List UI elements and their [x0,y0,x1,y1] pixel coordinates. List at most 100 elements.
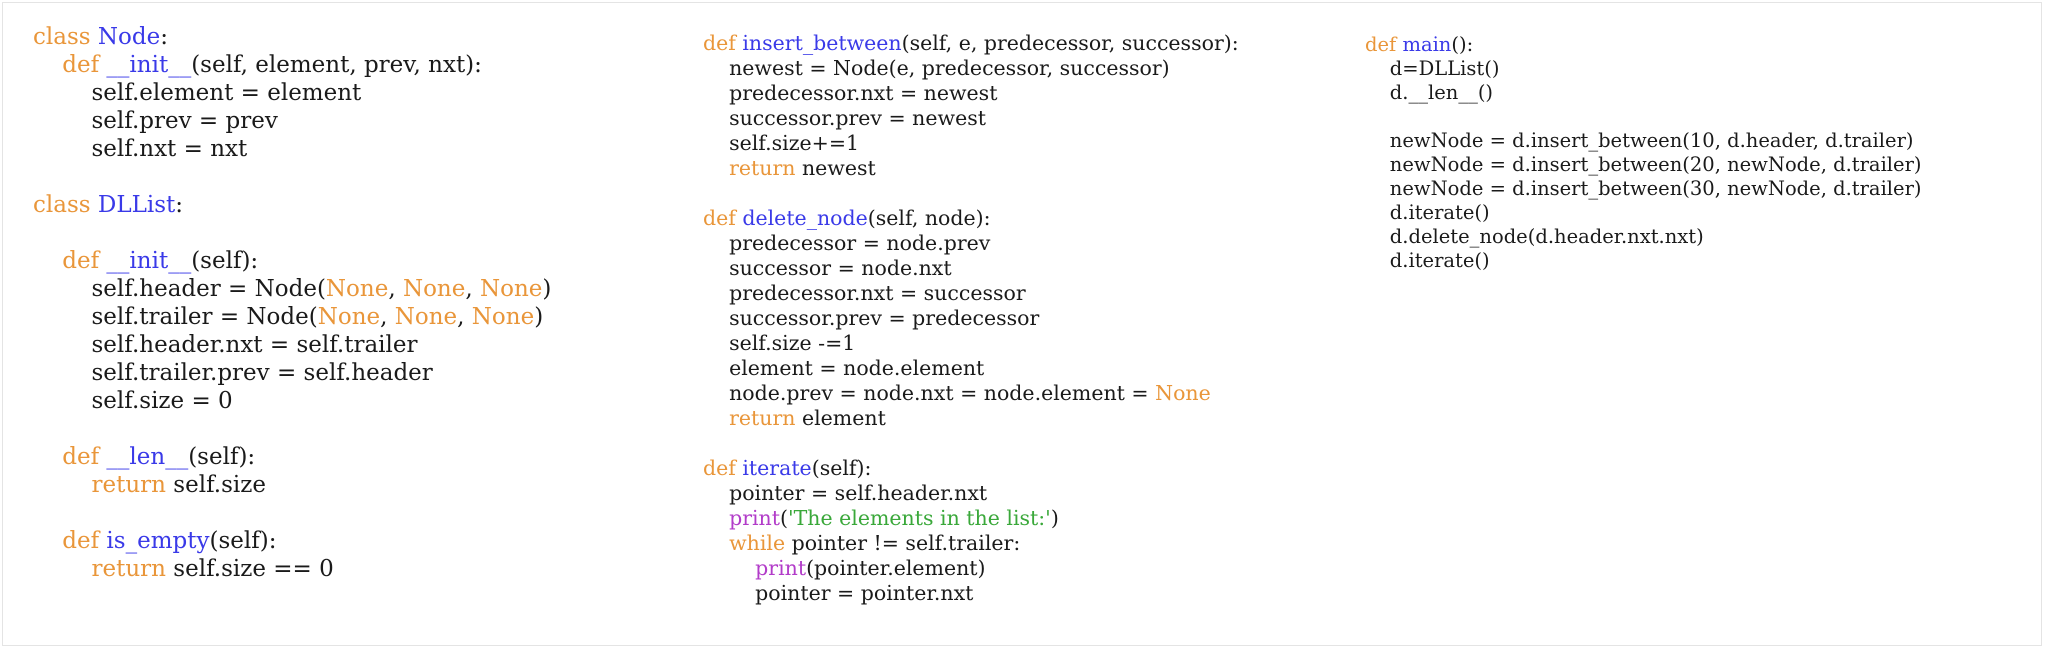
code-token-builtin: print [755,556,807,580]
code-token-plain: d.iterate() [1389,201,1490,224]
code-indent [703,56,729,80]
code-line: pointer = pointer.nxt [703,581,1239,606]
code-token-none: None [325,276,389,302]
code-token-none: None [402,276,466,302]
code-line [33,163,551,191]
code-token-plain: newNode = d.insert_between(10, d.header,… [1389,129,1914,152]
code-indent [703,306,729,330]
code-line: return self.size == 0 [33,555,551,583]
code-line: d.delete_node(d.header.nxt.nxt) [1365,225,1922,249]
code-token-plain: self.header = Node( [91,276,326,302]
code-token-plain: self.nxt = nxt [91,136,248,162]
code-line: newNode = d.insert_between(10, d.header,… [1365,129,1922,153]
code-token-plain: : [160,24,168,50]
code-indent [703,106,729,130]
code-indent [703,481,729,505]
code-line: d=DLList() [1365,57,1922,81]
code-line: def iterate(self): [703,456,1239,481]
code-token-plain: node.prev = node.nxt = node.element = [729,381,1156,405]
code-token-plain: (self): [811,456,872,480]
code-token-plain: (self, e, predecessor, successor): [901,31,1239,55]
code-line [1365,105,1922,129]
code-indent [1365,225,1390,248]
code-token-kw: return [91,556,166,582]
code-token-plain: pointer = self.header.nxt [729,481,988,505]
code-line [33,219,551,247]
code-token-plain: ) [542,276,552,302]
code-token-plain: predecessor = node.prev [729,231,991,255]
code-line: successor = node.nxt [703,256,1239,281]
code-indent [33,332,92,358]
code-line [33,415,551,443]
code-token-plain: newNode = d.insert_between(30, newNode, … [1389,177,1922,200]
code-token-none: None [471,304,535,330]
code-token-none: None [1155,381,1211,405]
code-token-def: main [1402,33,1452,56]
code-token-plain [91,24,98,50]
code-token-kw: def [703,206,736,230]
code-indent [703,381,729,405]
code-token-none: None [394,304,458,330]
code-indent [33,444,62,470]
code-token-kw: def [62,528,100,554]
code-line: newest = Node(e, predecessor, successor) [703,56,1239,81]
code-token-plain: self.size+=1 [729,131,860,155]
code-indent [1365,81,1390,104]
code-column-classes: class Node: def __init__(self, element, … [33,23,551,583]
code-token-plain: , [380,304,395,330]
code-token-plain: , [457,304,472,330]
code-line: print(pointer.element) [703,556,1239,581]
code-indent [33,276,92,302]
code-line: self.header.nxt = self.trailer [33,331,551,359]
code-line: predecessor = node.prev [703,231,1239,256]
code-token-plain: d=DLList() [1389,57,1500,80]
code-token-kw: def [62,248,100,274]
code-token-plain: self.size = 0 [91,388,233,414]
code-token-plain: (pointer.element) [806,556,986,580]
code-token-kw: class [33,24,91,50]
code-indent [33,528,62,554]
code-token-plain: self.trailer.prev = self.header [91,360,433,386]
code-indent [33,52,62,78]
code-line: return element [703,406,1239,431]
code-token-plain: pointer != self.trailer: [785,531,1021,555]
code-line: self.prev = prev [33,107,551,135]
code-line [703,181,1239,206]
code-line [33,499,551,527]
code-line: successor.prev = newest [703,106,1239,131]
code-line [703,431,1239,456]
code-line: predecessor.nxt = newest [703,81,1239,106]
code-token-plain [91,192,98,218]
code-token-def: delete_node [742,206,868,230]
code-token-plain: self.element = element [91,80,362,106]
code-line: print('The elements in the list:') [703,506,1239,531]
code-indent [1365,177,1390,200]
code-line: def insert_between(self, e, predecessor,… [703,31,1239,56]
code-line: successor.prev = predecessor [703,306,1239,331]
code-indent [703,81,729,105]
code-token-plain: d.delete_node(d.header.nxt.nxt) [1389,225,1704,248]
code-indent [703,156,729,180]
code-token-plain: (): [1451,33,1474,56]
code-line: self.trailer = Node(None, None, None) [33,303,551,331]
code-token-plain: newNode = d.insert_between(20, newNode, … [1389,153,1922,176]
code-token-str: 'The elements in the list:' [788,506,1051,530]
code-token-plain: predecessor.nxt = newest [729,81,998,105]
code-token-plain: , [465,276,480,302]
code-line: def __len__(self): [33,443,551,471]
code-token-plain: (self): [188,444,256,470]
code-indent [703,131,729,155]
code-indent [703,281,729,305]
code-line: node.prev = node.nxt = node.element = No… [703,381,1239,406]
code-token-plain: ) [1050,506,1059,530]
code-token-kw: def [1365,33,1397,56]
code-token-none: None [317,304,381,330]
code-token-plain: d.iterate() [1389,249,1490,272]
code-token-plain: successor.prev = predecessor [729,306,1040,330]
code-token-def: iterate [742,456,812,480]
code-token-def: __init__ [106,248,192,274]
code-token-def: __len__ [106,444,189,470]
code-line: class Node: [33,23,551,51]
code-indent [33,304,92,330]
